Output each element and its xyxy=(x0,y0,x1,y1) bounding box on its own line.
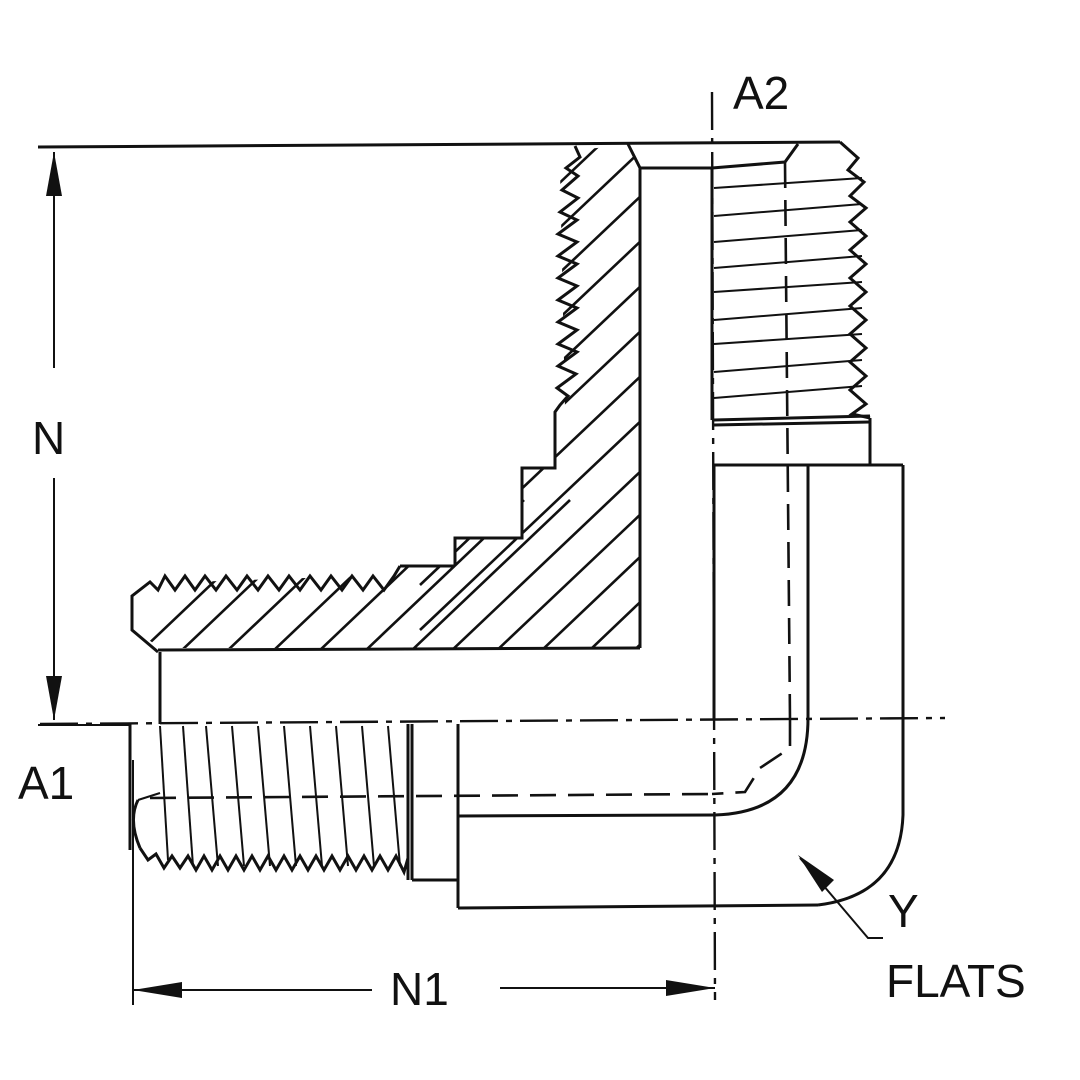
left-leg-section xyxy=(130,425,641,724)
dimension-n1 xyxy=(132,760,715,1005)
dimension-n xyxy=(46,152,62,720)
y-flats-leader xyxy=(798,855,883,939)
flats-label: FLATS xyxy=(886,955,1026,1007)
dimension-label-n: N xyxy=(32,412,66,464)
top-extension-line xyxy=(37,140,841,149)
hex-body xyxy=(149,463,905,910)
dimension-label-n1: N1 xyxy=(390,963,449,1015)
flats-label-y: Y xyxy=(888,885,919,937)
axis-label-a1: A1 xyxy=(18,757,75,809)
a1-center-line xyxy=(39,716,946,726)
left-thread-exterior xyxy=(128,724,458,882)
top-thread-exterior xyxy=(710,140,872,721)
top-leg-section xyxy=(553,143,712,648)
axis-label-a2: A2 xyxy=(733,67,790,119)
